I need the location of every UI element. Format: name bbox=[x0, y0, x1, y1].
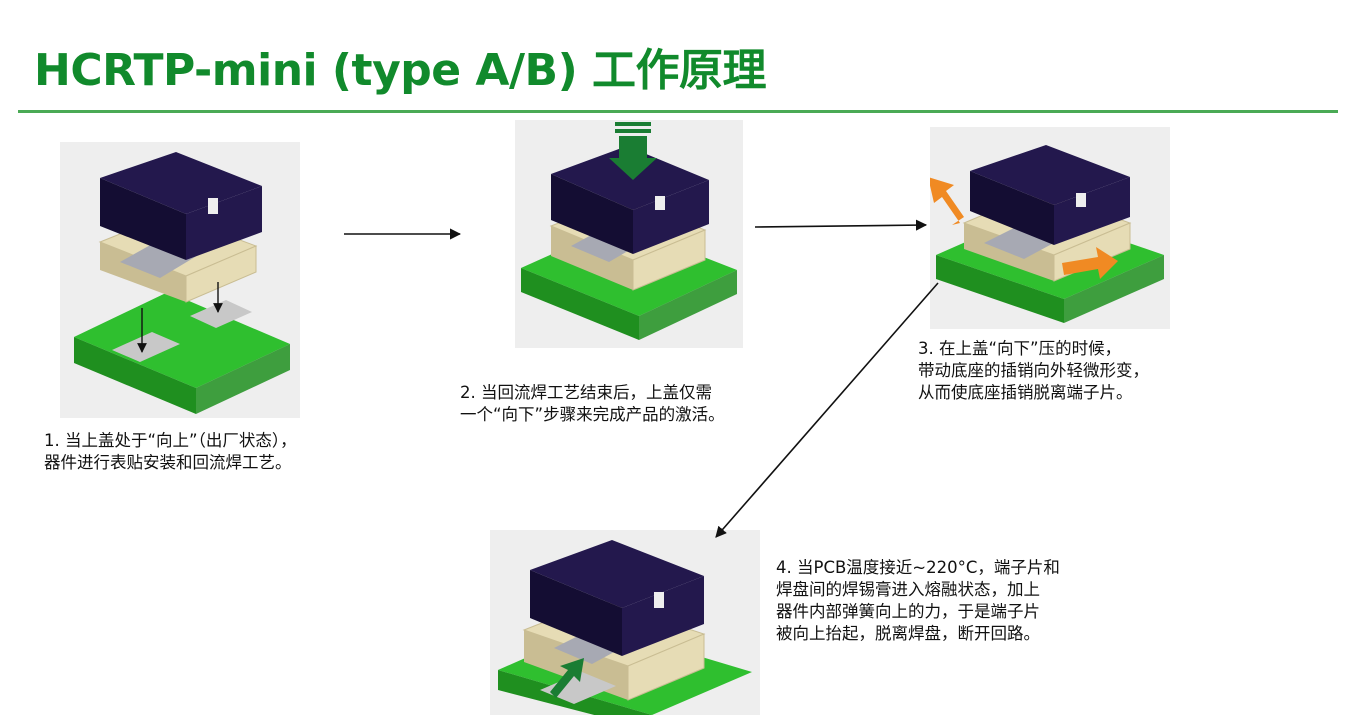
housing bbox=[970, 171, 1054, 245]
housing bbox=[530, 540, 704, 608]
housing bbox=[622, 576, 704, 656]
pcb-side bbox=[521, 268, 639, 340]
step-2-caption: 2. 当回流焊工艺结束后，上盖仅需 一个“向下”步骤来完成产品的激活。 bbox=[460, 383, 725, 424]
housing bbox=[100, 178, 186, 260]
connector-base bbox=[100, 242, 186, 302]
connector-3d-model-step-2 bbox=[521, 122, 737, 340]
connector-base bbox=[627, 633, 705, 701]
flow-arrow-step2-to-step3 bbox=[754, 219, 928, 231]
press-down-arrow-icon bbox=[609, 122, 657, 180]
step-1-illustration bbox=[60, 142, 300, 418]
page-title: HCRTP-mini (type A/B) 工作原理 bbox=[34, 45, 767, 96]
pcb-side bbox=[639, 270, 737, 340]
step-1-caption: 1. 当上盖处于“向上”（出厂状态）， 器件进行表贴安装和回流焊工艺。 bbox=[44, 431, 297, 472]
housing bbox=[1054, 177, 1130, 245]
connector-3d-model-step-1 bbox=[74, 152, 290, 414]
title-divider bbox=[18, 110, 1338, 113]
connector-base bbox=[185, 245, 257, 303]
housing bbox=[970, 145, 1130, 205]
latch-slot-icon bbox=[208, 198, 218, 214]
connector-3d-model-step-3 bbox=[930, 145, 1164, 323]
housing bbox=[100, 152, 262, 214]
solder-pad-icon bbox=[540, 672, 616, 704]
housing bbox=[633, 180, 709, 254]
flow-arrow-step3-to-step4 bbox=[715, 282, 939, 538]
connector-base bbox=[632, 229, 706, 291]
outward-arrow-icon bbox=[1062, 247, 1118, 279]
housing bbox=[551, 174, 633, 254]
connector-3d-model-step-4 bbox=[498, 540, 752, 715]
solder-pad-icon bbox=[190, 300, 252, 328]
step-4-caption: 4. 当PCB温度接近~220°C，端子片和 焊盘间的焊锡膏进入熔融状态，加上 … bbox=[776, 558, 1060, 643]
pcb-side bbox=[74, 337, 196, 414]
housing bbox=[530, 570, 622, 656]
lift-up-arrow-icon bbox=[550, 658, 584, 698]
step-3-caption: 3. 在上盖“向下”压的时候， 带动底座的插销向外轻微形变， 从而使底座插销脱离… bbox=[918, 339, 1149, 402]
housing bbox=[551, 146, 709, 210]
pcb-board bbox=[74, 292, 290, 388]
step-3-illustration bbox=[930, 127, 1170, 329]
pcb-side bbox=[196, 344, 290, 414]
latch-slot-icon bbox=[655, 196, 665, 210]
step-2-illustration bbox=[515, 120, 743, 348]
pcb-side bbox=[1064, 255, 1164, 323]
housing bbox=[186, 186, 262, 260]
latch-slot-icon bbox=[1076, 193, 1086, 207]
outward-arrow-icon bbox=[930, 177, 964, 225]
pcb-side bbox=[936, 255, 1064, 323]
step-4-illustration bbox=[490, 530, 760, 715]
latch-slot-icon bbox=[654, 592, 664, 608]
connector-base bbox=[551, 226, 633, 290]
